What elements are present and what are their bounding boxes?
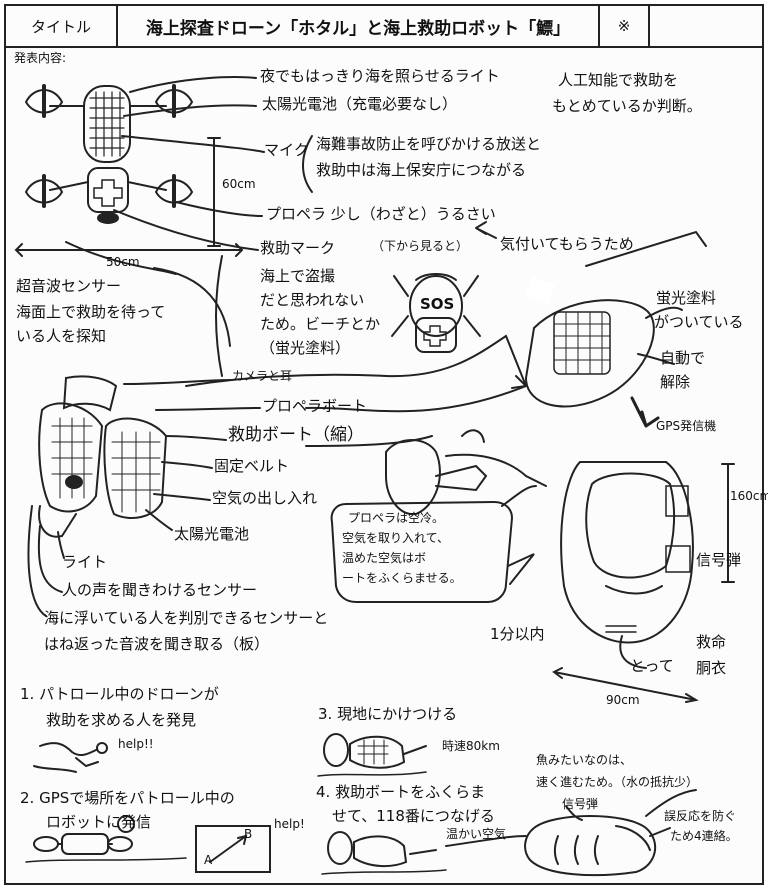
- robot-prop-boat-label: プロペラボート: [262, 397, 368, 415]
- drone-solar-label: 太陽光電池（充電必要なし）: [262, 95, 458, 113]
- prop-air-note-1: プロペラは空冷。: [348, 511, 445, 525]
- drone-from-below-label: （下から見ると）: [372, 239, 469, 253]
- step3-robot: [317, 733, 427, 777]
- mark-cell: ※: [600, 6, 650, 46]
- step-3-speed: 時速80km: [442, 739, 500, 753]
- ai-note-1: 人工知能で救助を: [558, 71, 679, 89]
- step-2-line-1: 2. GPSで場所をパトロール中の: [20, 789, 235, 807]
- drone-height-label: 60cm: [222, 177, 256, 191]
- drone-light-label: 夜でもはっきり海を照らせるライト: [260, 67, 500, 85]
- step-2-line-2: ロボットに発信: [46, 813, 152, 831]
- ultrasonic-label-1: 超音波センサー: [16, 277, 122, 295]
- boat-width-label: 90cm: [606, 693, 640, 707]
- inflated-boat: [560, 461, 694, 644]
- misfire-note-2: ため4連絡。: [670, 829, 738, 843]
- robot-float-sensor-1: 海に浮いている人を判別できるセンサーと: [44, 609, 329, 627]
- prop-air-note-3: 温めた空気はボ: [342, 551, 427, 565]
- step2-map: [195, 825, 271, 873]
- title-label-cell: タイトル: [6, 6, 118, 46]
- drone-note-4: （蛍光塗料）: [260, 339, 351, 357]
- robot-light-label: ライト: [62, 553, 108, 571]
- boat-top-view: [524, 299, 655, 408]
- prop-air-note-2: 空気を取り入れて、: [342, 531, 450, 545]
- boat-fluor-2: がついている: [654, 313, 744, 331]
- robot-belt-label: 固定ベルト: [214, 457, 290, 475]
- fish-note-2: 速く進むため。（水の抵抗少）: [536, 775, 699, 789]
- robot-float-sensor-2: はね返った音波を聞き取る（板）: [44, 635, 270, 653]
- step-1-line-1: 1. パトロール中のドローンが: [20, 685, 219, 703]
- robot-camera-label: カメラと耳: [232, 369, 293, 383]
- step-1-line-2: 救助を求める人を発見: [46, 711, 197, 729]
- step4-boat: [524, 815, 656, 877]
- boat-time-label: 1分以内: [490, 625, 545, 643]
- map-point-a: A: [204, 853, 213, 867]
- boat-auto-2: 解除: [660, 373, 691, 391]
- boat-vest-1: 救命: [696, 633, 727, 651]
- fish-note-1: 魚みたいなのは、: [536, 753, 633, 767]
- drone-note-1: 海上で盗撮: [260, 267, 336, 285]
- header-row: タイトル 海上探査ドローン「ホタル」と海上救助ロボット「鰾」 ※: [6, 6, 762, 48]
- ultrasonic-label-2: 海面上で救助を待って: [16, 303, 166, 321]
- step-4-line-1: 4. 救助ボートをふくらま: [316, 783, 486, 801]
- drone-mic-note-2: 救助中は海上保安庁につながる: [316, 161, 527, 179]
- drone-propeller-label: プロペラ 少し（わざと）うるさい: [266, 205, 496, 223]
- drone-note-3: ため。ビーチとか: [260, 315, 381, 333]
- robot-voice-sensor-label: 人の声を聞きわけるセンサー: [62, 581, 258, 599]
- step4-robot: [321, 831, 527, 875]
- ultrasonic-label-3: いる人を探知: [16, 327, 107, 345]
- ai-note-2: もとめているか判断。: [552, 97, 702, 115]
- step-1-help: help!!: [118, 737, 154, 751]
- drone-width-label: 50cm: [106, 255, 140, 269]
- step-4-line-2: せて、118番につなげる: [332, 807, 495, 825]
- title-cell: 海上探査ドローン「ホタル」と海上救助ロボット「鰾」: [118, 6, 600, 46]
- drone-bottom-view: [391, 273, 481, 353]
- boat-vest-2: 胴衣: [696, 659, 727, 677]
- drone-mic-label: マイク: [264, 141, 309, 159]
- boat-gps-label: GPS発信機: [656, 419, 717, 433]
- step1-swimmer: [33, 742, 108, 773]
- step2-drone: [25, 815, 187, 863]
- worksheet: タイトル 海上探査ドローン「ホタル」と海上救助ロボット「鰾」 ※ 発表内容:: [4, 4, 768, 885]
- title-text: 海上探査ドローン「ホタル」と海上救助ロボット「鰾」: [145, 18, 571, 39]
- robot-rescue-boat-label: 救助ボート（縮）: [228, 425, 364, 445]
- misfire-note-1: 誤反応を防ぐ: [664, 809, 737, 823]
- boat-length-label: 160cm: [730, 489, 768, 503]
- boat-fluor-1: 蛍光塗料: [656, 289, 717, 307]
- illustration-layer: [14, 76, 735, 877]
- drone-mic-note-1: 海難事故防止を呼びかける放送と: [316, 135, 542, 153]
- step-4-warm-air: 温かい空気: [446, 827, 507, 841]
- rescue-robot: [38, 375, 168, 538]
- step-4-flare: 信号弾: [562, 797, 599, 811]
- sos-text: SOS: [420, 295, 455, 313]
- drone-illustration: [25, 84, 194, 224]
- mark-symbol: ※: [617, 17, 631, 35]
- prop-air-note-4: ートをふくらませる。: [342, 571, 462, 585]
- robot-solar-label: 太陽光電池: [174, 525, 250, 543]
- step-2-help: help!: [274, 817, 305, 831]
- step-3-text: 3. 現地にかけつける: [318, 705, 458, 723]
- drone-note-2: だと思われない: [260, 291, 365, 309]
- title-label: タイトル: [30, 17, 91, 36]
- boat-handle-label: とって: [630, 657, 674, 675]
- drone-notice-label: 気付いてもらうため: [500, 235, 634, 253]
- drone-rescue-mark-label: 救助マーク: [260, 239, 336, 257]
- section-label: 発表内容:: [14, 51, 67, 65]
- robot-air-label: 空気の出し入れ: [212, 489, 318, 507]
- map-point-b: B: [244, 827, 253, 841]
- boat-auto-1: 自動で: [660, 349, 706, 367]
- boat-flare-label: 信号弾: [696, 551, 742, 569]
